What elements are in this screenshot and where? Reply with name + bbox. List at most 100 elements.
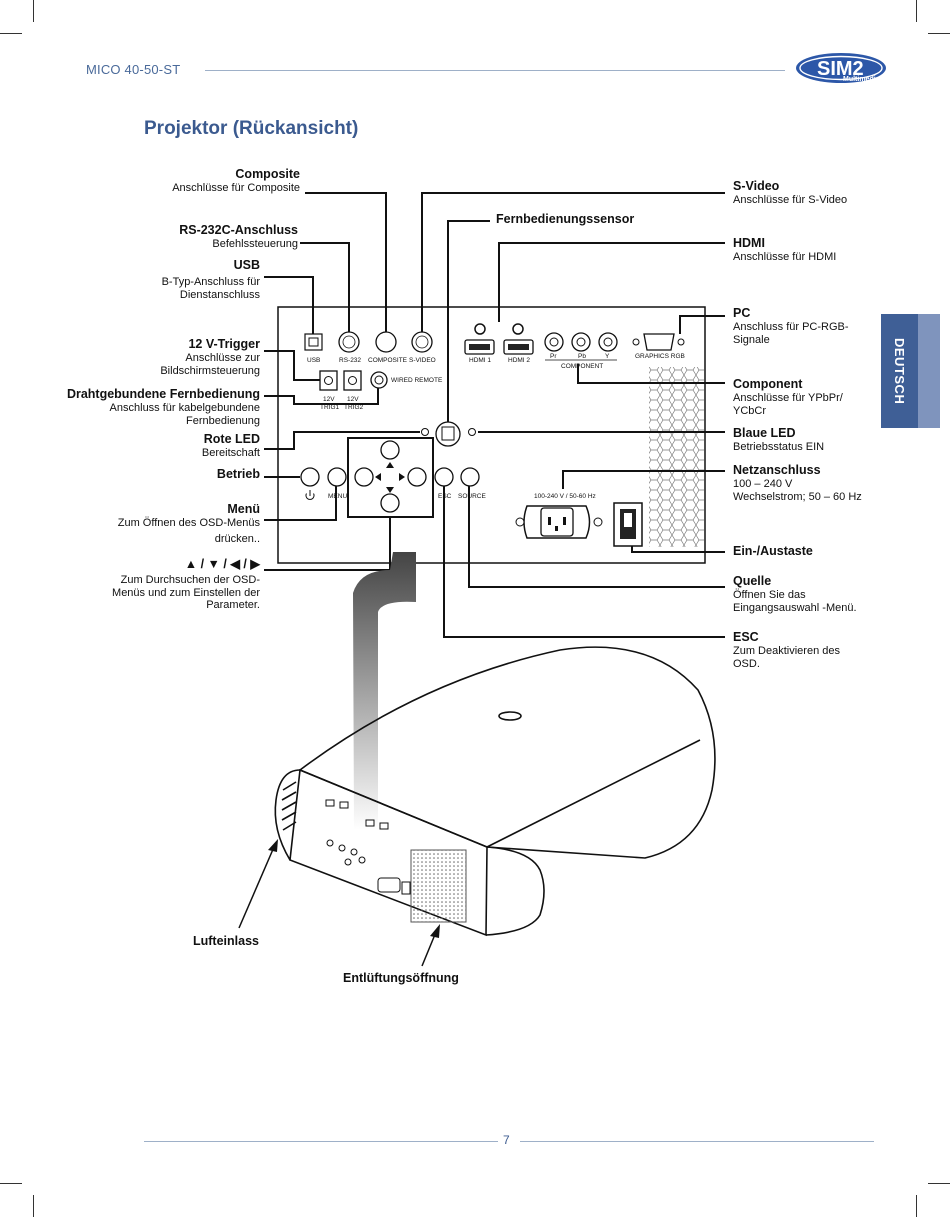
label-component-desc2: YCbCr bbox=[733, 404, 767, 417]
header-rule bbox=[205, 70, 785, 71]
panel-label-trig2a: 12V bbox=[347, 396, 359, 403]
hdmi1-dot bbox=[474, 323, 486, 335]
rs232-port bbox=[338, 331, 360, 353]
esc-button bbox=[434, 467, 454, 487]
label-mains-desc1: 100 – 240 V bbox=[733, 478, 793, 490]
label-wired-remote: Drahtgebundene Fernbedienung Anschluss f… bbox=[67, 387, 260, 427]
label-mains-desc2: Wechselstrom; 50 – 60 Hz bbox=[733, 490, 862, 503]
label-pc-title: PC bbox=[733, 306, 751, 320]
crop-mark bbox=[33, 0, 34, 22]
leader-svideo bbox=[421, 192, 725, 332]
language-tab-label: DEUTSCH bbox=[892, 337, 907, 405]
blue-led bbox=[468, 428, 476, 436]
label-blue-led-desc: Betriebsstatus EIN bbox=[733, 441, 825, 453]
y-port bbox=[598, 332, 618, 352]
label-source-desc1: Öffnen Sie das bbox=[733, 589, 806, 601]
panel-label-usb: USB bbox=[307, 357, 320, 364]
side-vent-icon bbox=[281, 781, 297, 831]
label-power-title: Betrieb bbox=[216, 467, 260, 481]
footer-rule-right bbox=[520, 1141, 874, 1142]
panel-label-rs232: RS-232 bbox=[339, 357, 361, 364]
panel-label-esc: ESC bbox=[438, 493, 452, 500]
leader-source bbox=[468, 486, 725, 588]
panel-label-pr: Pr bbox=[550, 353, 557, 360]
hdmi2-dot bbox=[512, 323, 524, 335]
label-blue-led: Blaue LED Betriebsstatus EIN bbox=[733, 426, 824, 454]
panel-label-trig1a: 12V bbox=[323, 396, 335, 403]
label-menu-title: Menü bbox=[227, 502, 260, 516]
up-arrow-icon bbox=[386, 462, 394, 468]
wired-remote-port bbox=[370, 371, 388, 389]
page-number: 7 bbox=[503, 1133, 510, 1147]
usb-port bbox=[304, 333, 323, 351]
power-icon bbox=[305, 490, 315, 500]
label-composite-desc: Anschlüsse für Composite bbox=[172, 182, 300, 194]
vga-screw bbox=[677, 338, 685, 346]
label-trigger-desc1: Anschlüsse zur bbox=[185, 352, 260, 364]
label-esc-desc2: OSD. bbox=[733, 657, 760, 670]
footer-rule-left bbox=[144, 1141, 498, 1142]
vent-grille bbox=[649, 367, 704, 547]
leader-mains bbox=[562, 470, 725, 489]
panel-label-trig2b: TRIG2 bbox=[344, 404, 364, 411]
red-led bbox=[421, 428, 429, 436]
leader-pc bbox=[679, 315, 725, 334]
label-svideo-desc: Anschlüsse für S-Video bbox=[733, 194, 848, 206]
panel-label-hdmi1: HDMI 1 bbox=[469, 357, 491, 364]
label-onoff-title: Ein-/Austaste bbox=[733, 544, 813, 558]
label-usb-title: USB bbox=[233, 258, 260, 272]
label-red-led-desc: Bereitschaft bbox=[201, 447, 260, 459]
crop-mark bbox=[0, 1183, 22, 1184]
sim2-logo: SIM2 Multimedia bbox=[796, 53, 886, 83]
crop-mark bbox=[928, 1183, 950, 1184]
language-tab bbox=[881, 314, 918, 428]
panel-label-component: COMPONENT bbox=[561, 363, 603, 370]
label-ir-sensor: Fernbedienungssensor bbox=[496, 212, 634, 227]
label-arrows-desc3: Parameter. bbox=[206, 599, 260, 611]
label-air-intake: Lufteinlass bbox=[193, 934, 259, 948]
leader-wired bbox=[264, 388, 379, 405]
right-button bbox=[407, 467, 427, 487]
up-button bbox=[380, 440, 400, 460]
label-usb-desc1: B-Typ-Anschluss für bbox=[161, 276, 260, 288]
pb-port bbox=[571, 332, 591, 352]
label-component-title: Component bbox=[733, 377, 803, 391]
label-composite: Composite Anschlüsse für Composite bbox=[172, 167, 300, 195]
curved-arrow bbox=[353, 552, 416, 830]
leader-menu bbox=[264, 486, 337, 521]
label-esc: ESC Zum Deaktivieren des OSD. bbox=[733, 630, 840, 670]
page-title: Projektor (Rückansicht) bbox=[144, 118, 359, 139]
label-rs232-desc: Befehlssteuerung bbox=[212, 238, 298, 250]
leader-hdmi bbox=[498, 242, 725, 322]
label-menu: Menü Zum Öffnen des OSD-Menüs drücken.. bbox=[118, 502, 260, 545]
down-button bbox=[380, 493, 400, 513]
label-source: Quelle Öffnen Sie das Eingangsauswahl -M… bbox=[733, 574, 857, 614]
crop-mark bbox=[916, 0, 917, 22]
right-arrow-icon bbox=[399, 473, 405, 481]
leader-esc bbox=[443, 486, 725, 638]
label-trigger: 12 V-Trigger Anschlüsse zur Bildschirmst… bbox=[160, 337, 260, 377]
panel-label-y: Y bbox=[605, 353, 610, 360]
power-button bbox=[300, 467, 320, 487]
panel-outline bbox=[277, 306, 706, 564]
label-power: Betrieb bbox=[217, 467, 260, 482]
label-menu-desc1: Zum Öffnen des OSD-Menüs bbox=[117, 517, 260, 529]
label-red-led-title: Rote LED bbox=[203, 432, 260, 446]
label-rs232-title: RS-232C-Anschluss bbox=[179, 223, 298, 237]
crop-mark bbox=[928, 33, 950, 34]
svideo-port bbox=[411, 331, 433, 353]
leader-trigger bbox=[264, 350, 320, 381]
label-usb-desc2: Dienstanschluss bbox=[179, 288, 260, 301]
label-pc-desc1: Anschluss für PC-RGB- bbox=[733, 321, 849, 333]
vga-port bbox=[643, 333, 675, 351]
left-arrow-icon bbox=[375, 473, 381, 481]
down-arrow-icon bbox=[386, 487, 394, 493]
label-wired-desc2: Fernbedienung bbox=[185, 414, 260, 427]
rear-vent bbox=[410, 849, 467, 923]
intake-pointer bbox=[238, 846, 275, 929]
label-blue-led-title: Blaue LED bbox=[733, 426, 796, 440]
panel-label-menu: MENU bbox=[328, 493, 347, 500]
language-tab-accent bbox=[918, 314, 940, 428]
label-arrows-desc1: Zum Durchsuchen der OSD- bbox=[120, 574, 260, 586]
label-esc-title: ESC bbox=[733, 630, 759, 644]
